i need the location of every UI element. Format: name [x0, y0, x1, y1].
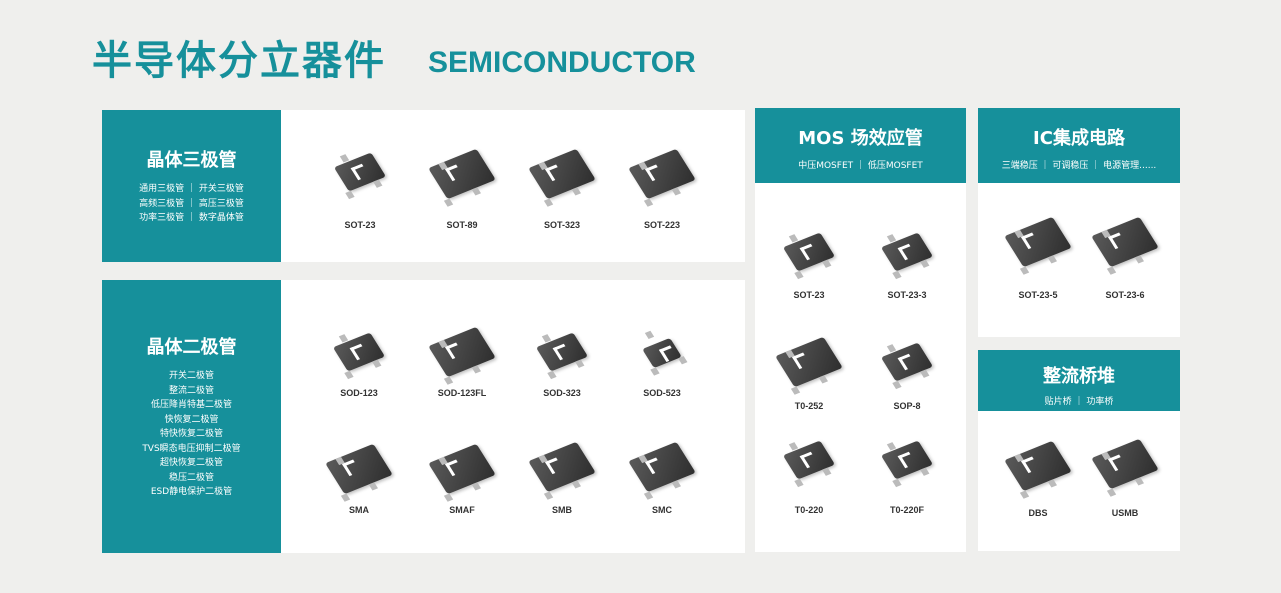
product-label: T0-252	[794, 401, 824, 411]
transistor-category[interactable]: 晶体三极管 通用三极管 ｜ 开关三极管高频三极管 ｜ 高压三极管功率三极管 ｜ …	[102, 110, 281, 262]
subtype: 低压降肖特基二极管	[150, 400, 232, 411]
chip-image-icon	[642, 337, 682, 369]
subtypes: 三端稳压 ｜ 可调稳压 ｜ 电源管理......	[1001, 161, 1157, 171]
page-title: 半导体分立器件	[92, 38, 386, 84]
chip-image-icon	[528, 441, 596, 493]
product-label: SOT-23-6	[1105, 290, 1145, 300]
chip-image-icon	[428, 443, 496, 495]
product-label: T0-220	[794, 505, 824, 515]
category-title: 晶体二极管	[146, 337, 237, 359]
product-label: SOD-323	[543, 388, 581, 398]
product-label: SOT-23-5	[1018, 290, 1058, 300]
ic-category[interactable]: IC集成电路 三端稳压 ｜ 可调稳压 ｜ 电源管理......	[978, 108, 1180, 183]
product-label: SOT-223	[643, 220, 681, 230]
chip-image-icon	[333, 152, 387, 192]
chip-image-icon	[332, 332, 386, 372]
subtype: 开关二极管	[168, 371, 214, 382]
product-label: SMAF	[449, 505, 475, 515]
bridge-panel: 整流桥堆 贴片桥 ｜ 功率桥 DBS USMB	[978, 350, 1180, 551]
page-title-en: SEMICONDUCTOR	[428, 46, 696, 79]
subtypes: 通用三极管 ｜ 开关三极管	[139, 184, 244, 195]
category-title: 整流桥堆	[1043, 366, 1115, 387]
product-label: SMC	[652, 505, 672, 515]
chip-image-icon	[628, 148, 696, 200]
chip-image-icon	[428, 326, 496, 378]
category-title: 晶体三极管	[146, 150, 237, 172]
chip-image-icon	[775, 336, 843, 388]
chip-image-icon	[880, 342, 934, 382]
subtype: 整流二极管	[168, 385, 214, 396]
chip-image-icon	[528, 148, 596, 200]
product-label: SOT-23	[344, 220, 376, 230]
subtype: 超快恢复二极管	[159, 458, 223, 469]
category-title: MOS 场效应管	[798, 128, 923, 149]
product-label: SOD-523	[643, 388, 681, 398]
subtype: 特快恢复二极管	[159, 429, 223, 440]
product-label: SMB	[552, 505, 572, 515]
product-label: SOT-23-3	[887, 290, 927, 300]
product-label: SOT-89	[446, 220, 478, 230]
subtype: ESD静电保护二极管	[150, 487, 233, 498]
subtype: TVS瞬态电压抑制二极管	[142, 443, 241, 454]
product-label: DBS	[1028, 508, 1048, 518]
chip-image-icon	[325, 443, 393, 495]
chip-image-icon	[782, 440, 836, 480]
chip-image-icon	[880, 232, 934, 272]
chip-image-icon	[1004, 440, 1072, 492]
product-label: SOT-23	[793, 290, 825, 300]
product-label: USMB	[1111, 508, 1139, 518]
chip-image-icon	[628, 441, 696, 493]
mos-category[interactable]: MOS 场效应管 中压MOSFET ｜ 低压MOSFET	[755, 108, 966, 183]
chip-image-icon	[1004, 216, 1072, 268]
chip-image-icon	[535, 332, 589, 372]
product-label: SOD-123FL	[437, 388, 487, 398]
diode-panel: 晶体二极管 开关二极管整流二极管低压降肖特基二极管快恢复二极管特快恢复二极管 TV…	[102, 280, 745, 553]
category-title: IC集成电路	[1033, 128, 1125, 149]
product-label: SMA	[349, 505, 369, 515]
chip-image-icon	[1091, 438, 1159, 490]
subtypes: 贴片桥 ｜ 功率桥	[1044, 397, 1114, 407]
chip-image-icon	[782, 232, 836, 272]
product-label: SOP-8	[893, 401, 921, 411]
subtypes: 中压MOSFET ｜ 低压MOSFET	[798, 161, 923, 171]
ic-panel: IC集成电路 三端稳压 ｜ 可调稳压 ｜ 电源管理...... SOT-23-5…	[978, 108, 1180, 337]
bridge-category[interactable]: 整流桥堆 贴片桥 ｜ 功率桥	[978, 350, 1180, 411]
chip-image-icon	[1091, 216, 1159, 268]
subtypes: 功率三极管 ｜ 数字晶体管	[139, 213, 244, 224]
product-label: T0-220F	[889, 505, 924, 515]
subtypes: 高频三极管 ｜ 高压三极管	[139, 198, 244, 209]
product-label: SOD-123	[340, 388, 378, 398]
chip-image-icon	[880, 440, 934, 480]
mos-panel: MOS 场效应管 中压MOSFET ｜ 低压MOSFET SOT-23 SOT-…	[755, 108, 966, 552]
product-label: SOT-323	[543, 220, 581, 230]
chip-image-icon	[428, 148, 496, 200]
diode-category[interactable]: 晶体二极管 开关二极管整流二极管低压降肖特基二极管快恢复二极管特快恢复二极管 TV…	[102, 280, 281, 553]
subtype: 快恢复二极管	[164, 414, 219, 425]
subtype: 稳压二极管	[168, 472, 214, 483]
transistor-panel: 晶体三极管 通用三极管 ｜ 开关三极管高频三极管 ｜ 高压三极管功率三极管 ｜ …	[102, 110, 745, 262]
